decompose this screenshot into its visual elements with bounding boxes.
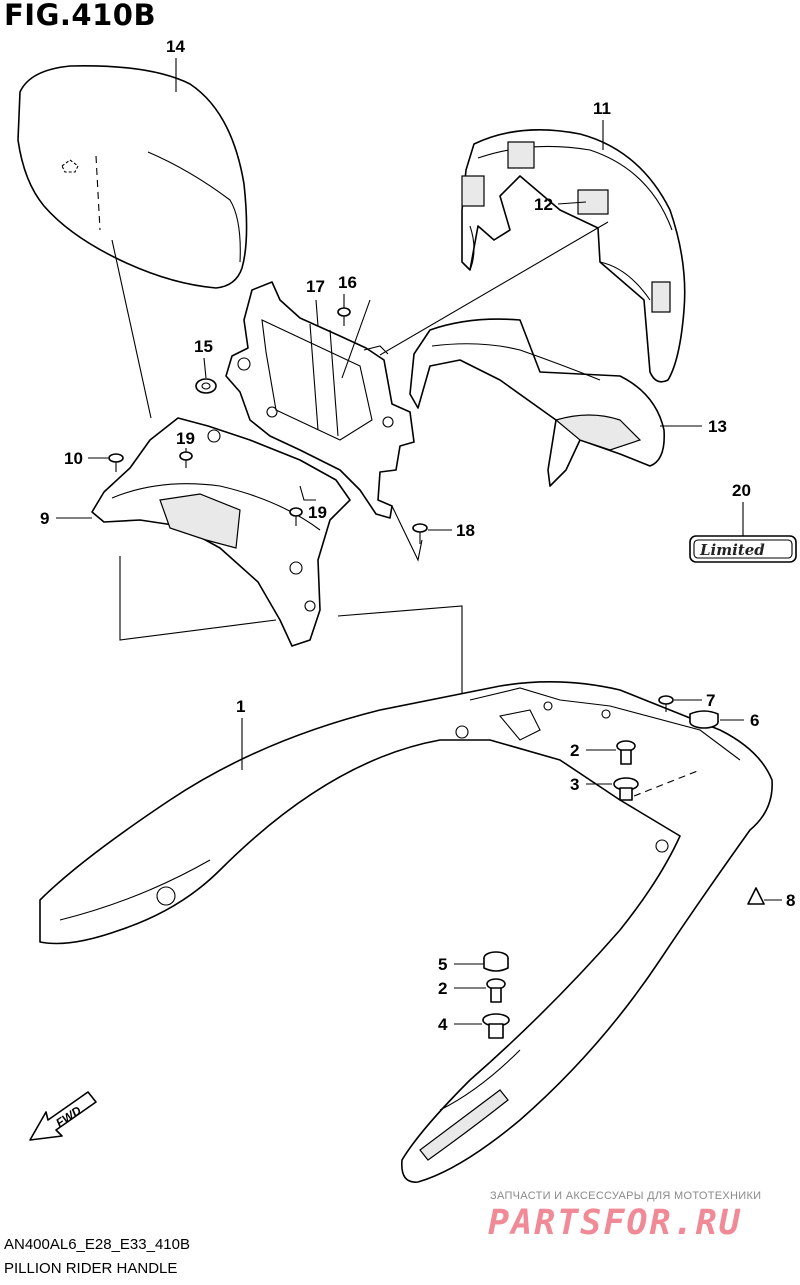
part-3-washer[interactable] [613, 777, 639, 801]
part-8-nut[interactable] [747, 887, 765, 905]
part-14-backrest-pad[interactable] [17, 65, 248, 289]
part-19-screw-lower[interactable] [289, 507, 303, 526]
model-code: AN400AL6_E28_E33_410B [4, 1236, 190, 1253]
svg-text:1: 1 [236, 697, 245, 716]
svg-text:18: 18 [456, 521, 475, 540]
callout-7: 7 [674, 691, 715, 710]
part-1-grab-handle[interactable] [39, 681, 773, 1183]
callout-13: 13 [660, 417, 727, 436]
callout-8: 8 [764, 891, 795, 910]
svg-text:2: 2 [438, 979, 447, 998]
callout-15: 15 [194, 337, 213, 379]
part-2-bolt-upper[interactable] [616, 740, 636, 765]
watermark-brand: PARTSFOR.RU [488, 1203, 742, 1243]
callout-2-lower: 2 [438, 979, 486, 998]
callout-9: 9 [40, 509, 92, 528]
svg-text:12: 12 [534, 195, 553, 214]
callout-1: 1 [236, 697, 245, 770]
svg-text:7: 7 [706, 691, 715, 710]
callout-12: 12 [534, 195, 587, 214]
svg-text:10: 10 [64, 449, 83, 468]
svg-text:11: 11 [593, 99, 611, 118]
svg-text:3: 3 [570, 775, 579, 794]
part-20-limited-emblem[interactable]: Limited [689, 535, 797, 563]
svg-text:6: 6 [750, 711, 759, 730]
emblem-text: Limited [699, 541, 765, 559]
svg-text:14: 14 [166, 37, 185, 56]
svg-text:5: 5 [438, 955, 447, 974]
callout-11: 11 [593, 99, 611, 150]
part-16-screw[interactable] [337, 307, 351, 326]
callout-4: 4 [438, 1015, 482, 1034]
part-10-screw[interactable] [108, 453, 124, 472]
svg-text:16: 16 [338, 273, 357, 292]
part-9-base-plate[interactable] [91, 417, 351, 647]
part-4-collar[interactable] [482, 1013, 510, 1039]
part-18-bolt[interactable] [412, 523, 428, 544]
svg-text:4: 4 [438, 1015, 448, 1034]
part-13-inner-cover[interactable] [409, 318, 666, 487]
callout-19-upper: 19 [176, 429, 195, 452]
callout-18: 18 [428, 521, 475, 540]
svg-text:19: 19 [308, 503, 327, 522]
callout-20: 20 [732, 481, 751, 536]
part-2-bolt-lower[interactable] [486, 978, 506, 1003]
part-11-backrest-shell[interactable] [461, 128, 686, 383]
callout-2-upper: 2 [570, 741, 616, 760]
callout-5: 5 [438, 955, 484, 974]
part-15-grommet[interactable] [195, 378, 217, 394]
callout-6: 6 [720, 711, 759, 730]
part-6-cushion[interactable] [689, 710, 719, 729]
svg-text:9: 9 [40, 509, 49, 528]
svg-text:19: 19 [176, 429, 195, 448]
callout-14: 14 [166, 37, 185, 92]
svg-text:17: 17 [306, 277, 325, 296]
callout-19-lower: 19 [308, 503, 327, 522]
part-17-backrest-bracket[interactable] [225, 281, 415, 519]
callout-17: 17 [306, 277, 325, 296]
callout-3: 3 [570, 775, 612, 794]
callout-10: 10 [64, 449, 108, 468]
callout-16: 16 [338, 273, 357, 308]
section-name: PILLION RIDER HANDLE [4, 1260, 178, 1277]
figure-title: FIG.410B [4, 0, 157, 32]
svg-text:15: 15 [194, 337, 213, 356]
svg-text:8: 8 [786, 891, 795, 910]
svg-text:2: 2 [570, 741, 579, 760]
svg-text:20: 20 [732, 481, 751, 500]
part-5-cap[interactable] [483, 951, 509, 972]
svg-text:13: 13 [708, 417, 727, 436]
watermark-tagline: ЗАПЧАСТИ И АКСЕССУАРЫ ДЛЯ МОТОТЕХНИКИ [490, 1190, 762, 1202]
part-7-screw[interactable] [658, 695, 674, 712]
fwd-arrow-icon: FWD [29, 1091, 97, 1141]
